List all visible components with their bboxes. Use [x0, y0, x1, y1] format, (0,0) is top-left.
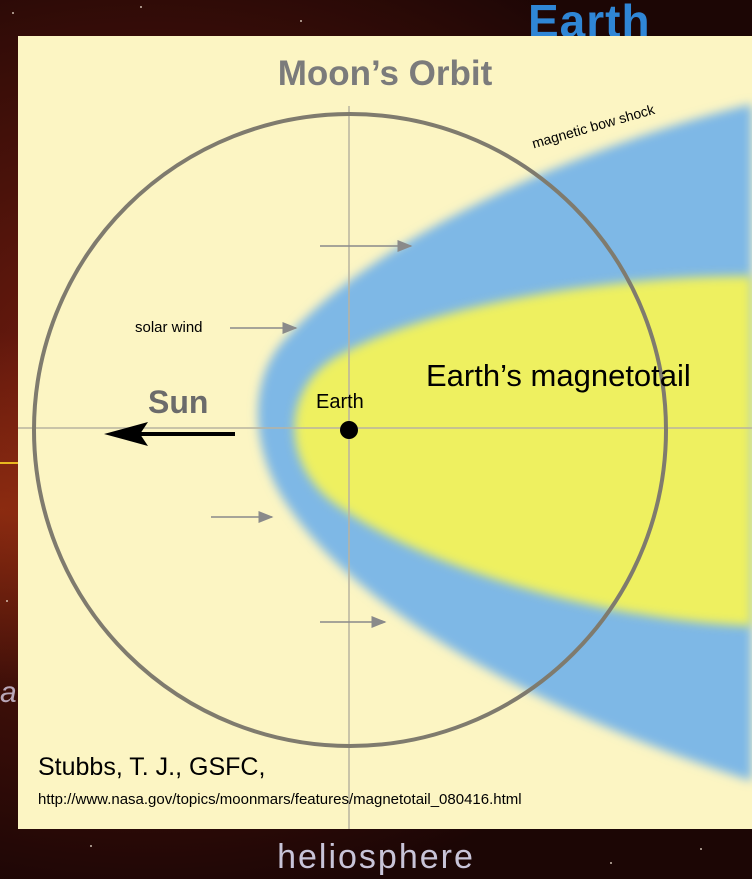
heliosphere-label: heliosphere [277, 838, 475, 876]
background-yellow-line [0, 462, 30, 464]
earth-label: Earth [316, 391, 364, 413]
background-left-fragment: a [0, 676, 17, 709]
earth-dot [340, 421, 358, 439]
star [300, 20, 302, 22]
sun-arrowhead-icon [104, 422, 148, 446]
moon-orbit-title: Moon’s Orbit [277, 54, 493, 93]
sun-label: Sun [148, 384, 209, 420]
star [610, 862, 612, 864]
magnetotail-region [294, 276, 752, 626]
star [6, 600, 8, 602]
citation-text: Stubbs, T. J., GSFC, [38, 753, 266, 781]
magnetotail-diagram-card: Moon’s Orbit magnetic bow shock solar wi… [18, 36, 752, 829]
source-url: http://www.nasa.gov/topics/moonmars/feat… [38, 791, 522, 808]
magnetotail-label: Earth’s magnetotail [426, 358, 691, 393]
diagram-graphics [18, 104, 752, 829]
star [12, 12, 14, 14]
moon-orbit-circle [32, 112, 668, 748]
solar-wind-label: solar wind [135, 319, 203, 336]
star [700, 848, 702, 850]
star [140, 6, 142, 8]
star [90, 845, 92, 847]
